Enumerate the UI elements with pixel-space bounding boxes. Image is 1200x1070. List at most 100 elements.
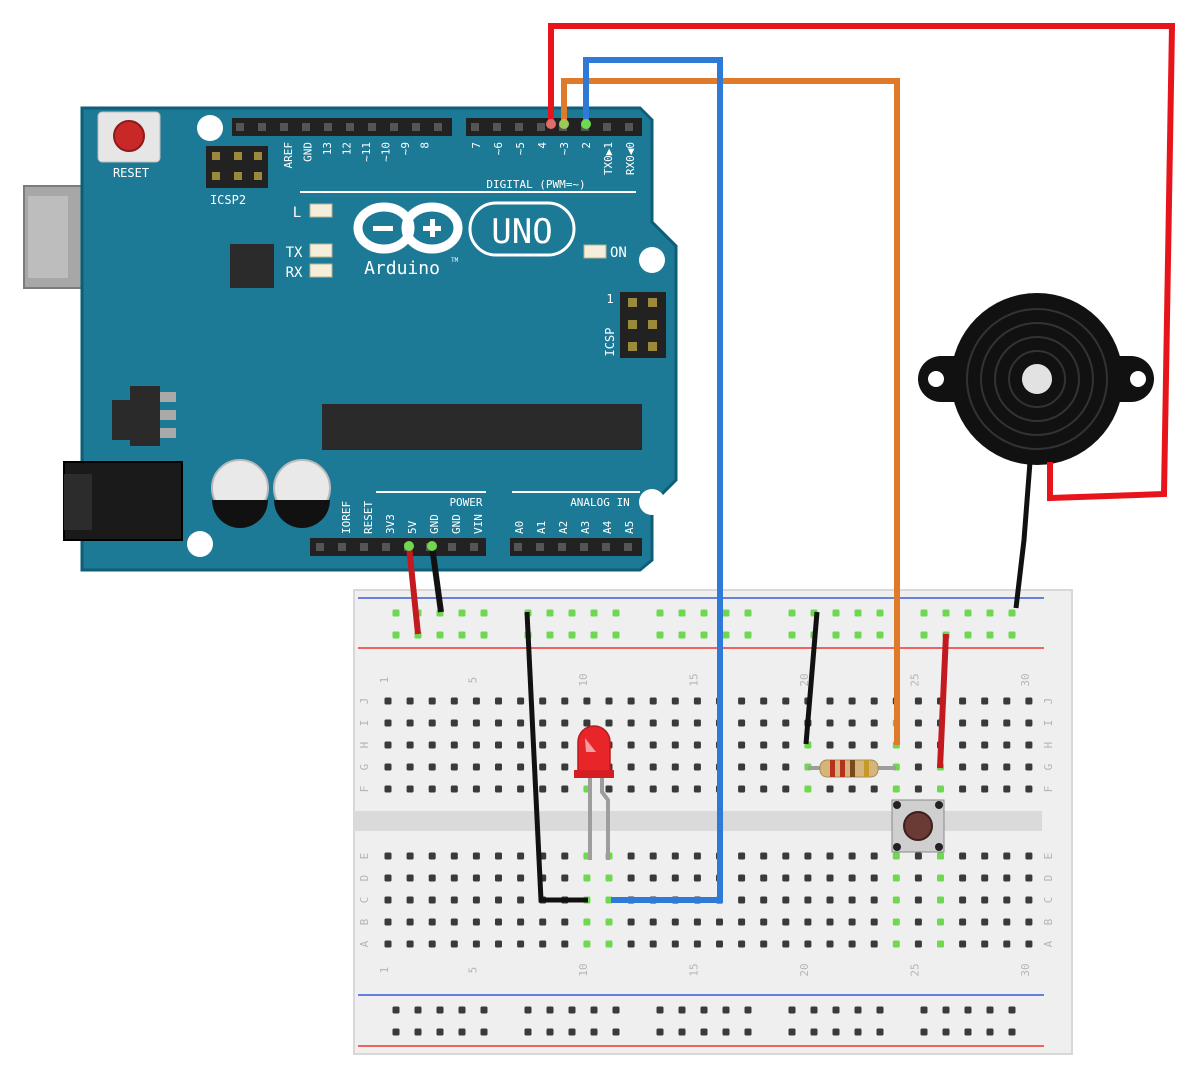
rail-hole <box>832 609 840 617</box>
breadboard-hole <box>782 719 790 727</box>
breadboard-hole <box>848 918 856 926</box>
breadboard-hole <box>517 940 525 948</box>
breadboard-hole <box>539 741 547 749</box>
pushbutton[interactable] <box>891 799 945 853</box>
breadboard-hole <box>450 697 458 705</box>
column-number: 25 <box>908 673 921 686</box>
breadboard-hole <box>782 896 790 904</box>
breadboard-hole <box>848 896 856 904</box>
breadboard-hole <box>760 896 768 904</box>
header-pin <box>580 543 588 551</box>
rail-hole <box>524 1028 532 1036</box>
breadboard-hole <box>760 763 768 771</box>
pin-label: ~6 <box>492 142 505 155</box>
breadboard-hole <box>959 785 967 793</box>
breadboard-hole <box>472 896 480 904</box>
breadboard-hole <box>605 719 613 727</box>
breadboard-hole <box>848 940 856 948</box>
rail-hole <box>722 1006 730 1014</box>
breadboard-hole <box>472 719 480 727</box>
breadboard-hole <box>870 852 878 860</box>
breadboard-hole <box>671 763 679 771</box>
usb-connector-face <box>28 196 68 278</box>
wire-5v-to-rail <box>406 545 421 635</box>
breadboard-hole <box>406 785 414 793</box>
breadboard-hole <box>959 918 967 926</box>
breadboard-hole <box>892 852 900 860</box>
pin-label: A4 <box>601 520 614 534</box>
reset-button-cap[interactable] <box>113 120 145 152</box>
rail-hole <box>656 1028 664 1036</box>
led-rx <box>309 263 333 278</box>
breadboard-hole <box>649 785 657 793</box>
breadboard-hole <box>495 697 502 705</box>
rail-hole <box>568 609 576 617</box>
rail-hole <box>678 1028 686 1036</box>
pin-label: 13 <box>321 142 334 155</box>
rail-hole <box>612 1028 620 1036</box>
row-letter: C <box>358 897 371 904</box>
breadboard-hole <box>495 940 502 948</box>
breadboard-hole <box>561 852 569 860</box>
breadboard-hole <box>738 874 746 882</box>
breadboard-hole <box>782 697 790 705</box>
rail-hole <box>568 631 576 639</box>
breadboard-hole <box>450 852 458 860</box>
breadboard-hole <box>760 719 768 727</box>
breadboard-hole <box>406 896 414 904</box>
breadboard-hole <box>428 719 436 727</box>
icsp2-label: ICSP2 <box>210 193 246 207</box>
breadboard-hole <box>760 697 768 705</box>
breadboard-hole <box>649 697 657 705</box>
header-pin <box>302 123 310 131</box>
header-pin <box>360 543 368 551</box>
breadboard-hole <box>605 874 613 882</box>
breadboard-hole <box>870 874 878 882</box>
rail-hole <box>678 631 686 639</box>
breadboard-hole <box>627 785 635 793</box>
rail-hole <box>854 609 862 617</box>
rail-hole <box>480 1028 488 1036</box>
pin-label: 7 <box>470 142 483 149</box>
pin-label: A0 <box>513 521 526 534</box>
breadboard-hole <box>981 719 989 727</box>
rail-hole <box>678 609 686 617</box>
breadboard-hole <box>428 874 436 882</box>
breadboard-hole <box>539 918 547 926</box>
column-number: 1 <box>378 967 391 974</box>
reset-label: RESET <box>113 166 149 180</box>
breadboard-hole <box>384 896 392 904</box>
breadboard-hole <box>561 697 569 705</box>
breadboard-hole <box>671 697 679 705</box>
rail-hole <box>480 609 488 617</box>
breadboard-hole <box>583 918 591 926</box>
breadboard-hole <box>495 785 502 793</box>
rail-hole <box>1008 609 1016 617</box>
breadboard-hole <box>539 719 547 727</box>
wire-gnd-to-resistor <box>803 611 820 745</box>
breadboard-hole <box>693 785 701 793</box>
header-pin <box>280 123 288 131</box>
breadboard-hole <box>406 874 414 882</box>
breadboard-hole <box>848 741 856 749</box>
rail-hole <box>854 1006 862 1014</box>
breadboard-hole <box>1025 896 1033 904</box>
breadboard-hole <box>804 940 812 948</box>
rail-hole <box>788 1028 796 1036</box>
rail-hole <box>568 1028 576 1036</box>
breadboard-hole <box>671 940 679 948</box>
breadboard-hole <box>450 918 458 926</box>
dc-power-jack-face <box>64 474 92 530</box>
breadboard-hole <box>561 763 569 771</box>
breadboard-hole <box>693 741 701 749</box>
breadboard-hole <box>627 719 635 727</box>
breadboard-hole <box>517 918 525 926</box>
breadboard-hole <box>937 874 944 882</box>
breadboard-hole <box>450 896 458 904</box>
breadboard-hole <box>914 697 922 705</box>
rail-hole <box>612 609 620 617</box>
arduino-uno-board: RESET ICSP2 L TX RX ON <box>23 106 678 572</box>
rail-hole <box>810 1006 818 1014</box>
breadboard-hole <box>428 896 436 904</box>
wire-pin3-to-button <box>561 78 900 745</box>
